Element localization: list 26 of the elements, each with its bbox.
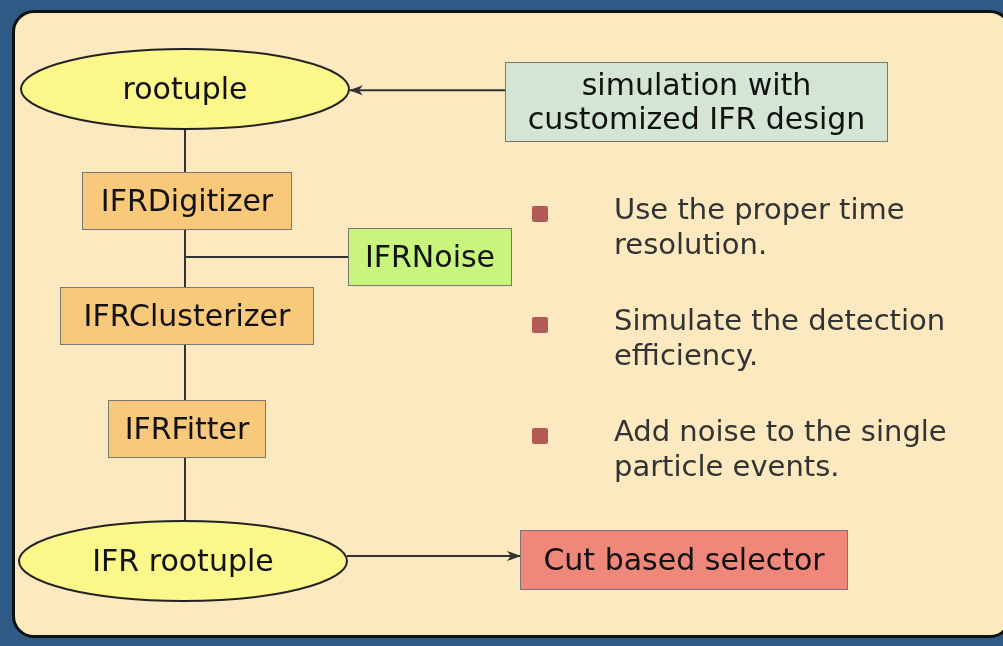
module-box — [82, 172, 292, 230]
connector-line — [184, 344, 186, 401]
node-label: simulation with customized IFR design — [526, 68, 867, 136]
node-label: IFR rootuple — [92, 544, 274, 578]
module-box — [348, 228, 512, 286]
arrow — [348, 85, 506, 96]
node-label: IFRClusterizer — [83, 299, 291, 333]
ellipse-node — [18, 520, 348, 602]
node-label: IFRFitter — [124, 412, 250, 446]
ellipse-node — [20, 48, 350, 130]
process-box — [505, 62, 888, 142]
output-box — [520, 530, 848, 590]
bullet-text: Add noise to the single particle events. — [614, 414, 948, 484]
connector-line — [184, 256, 349, 258]
arrow — [345, 551, 521, 561]
module-box — [60, 287, 314, 345]
node-label: Cut based selector — [543, 543, 825, 577]
connector-line — [184, 457, 186, 521]
node-label: IFRDigitizer — [100, 184, 274, 218]
bullet-text: Use the proper time resolution. — [614, 192, 906, 262]
bullet-text: Simulate the detection efficiency. — [614, 303, 947, 373]
module-box — [108, 400, 266, 458]
connector-line — [184, 129, 186, 173]
connector-line — [184, 229, 186, 288]
node-label: rootuple — [122, 72, 248, 106]
node-label: IFRNoise — [364, 240, 496, 274]
